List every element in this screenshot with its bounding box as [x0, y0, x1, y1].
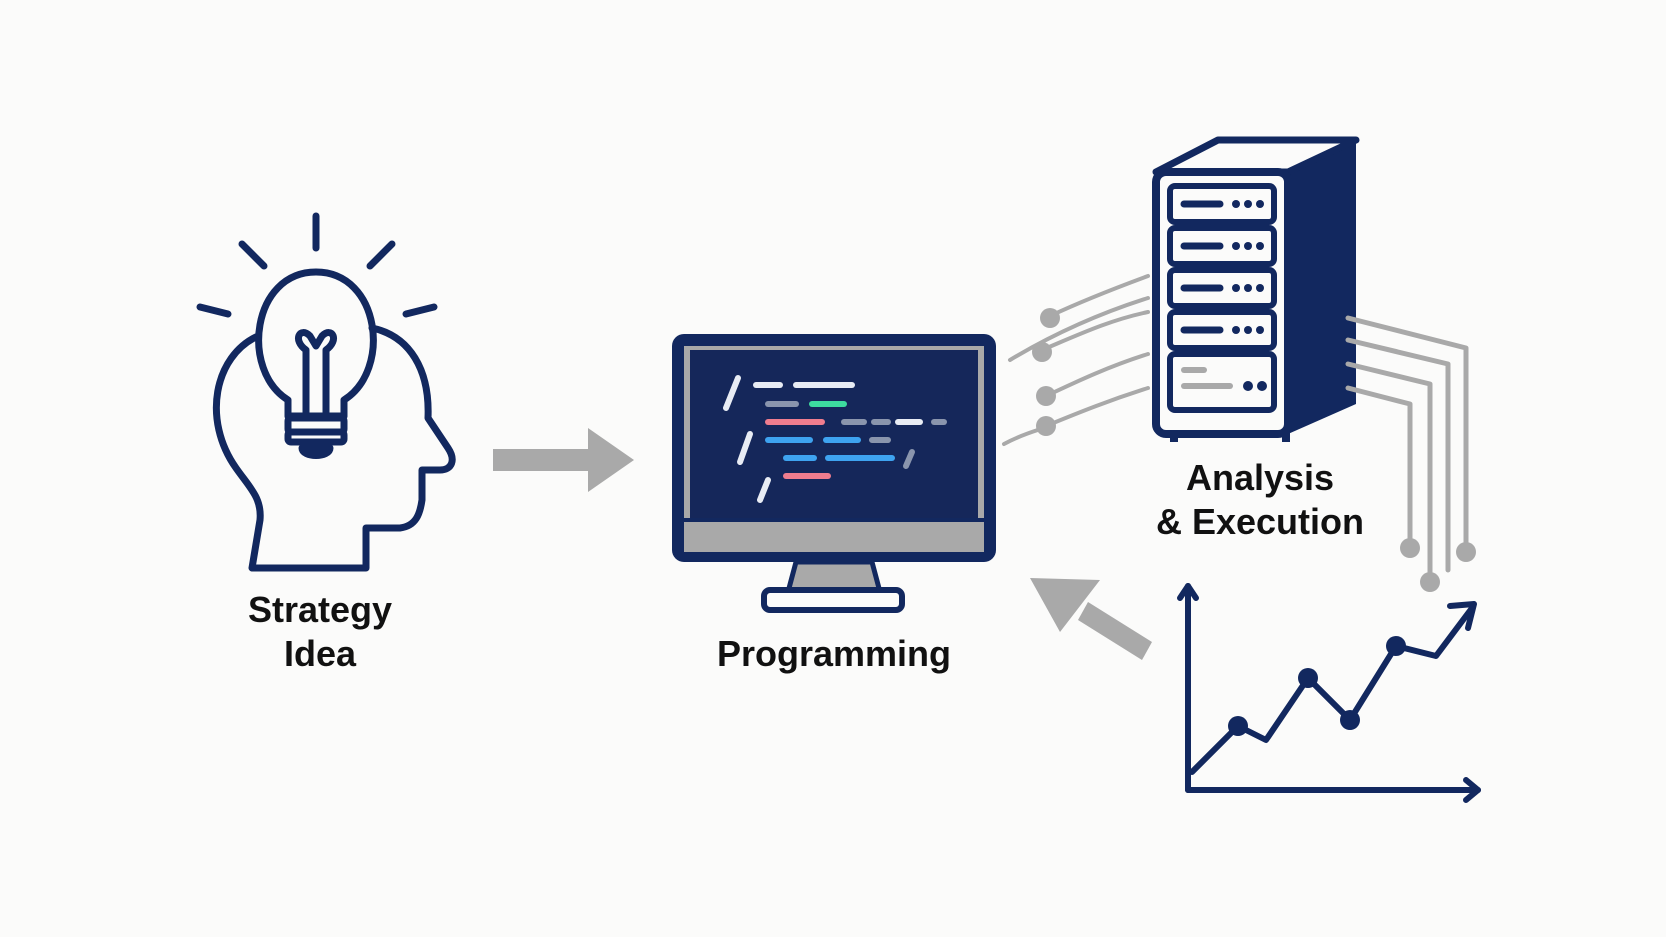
analysis-execution-label: Analysis & Execution — [1130, 456, 1390, 544]
programming-label-line1: Programming — [716, 633, 952, 674]
cable-dots-right — [1400, 538, 1476, 592]
analysis-label-line1: Analysis — [1185, 457, 1335, 498]
analysis-label-line2: & Execution — [1155, 501, 1365, 542]
feedback-arrow — [1030, 578, 1152, 660]
server-rack-icon — [1152, 136, 1360, 442]
strategy-label-line1: Strategy — [247, 589, 393, 630]
arrow-to-programming — [493, 428, 634, 492]
programming-label: Programming — [684, 632, 984, 676]
head-lightbulb-icon — [196, 212, 456, 572]
server-output-cables — [1345, 315, 1469, 585]
cable-dots-left — [1032, 308, 1060, 436]
code-lines — [723, 375, 947, 503]
strategy-idea-label: Strategy Idea — [220, 588, 420, 676]
monitor-code-icon — [672, 334, 996, 613]
trend-chart-icon — [1177, 583, 1481, 803]
strategy-label-line2: Idea — [283, 633, 357, 674]
trend-chart-points — [1228, 636, 1406, 736]
server-input-cables — [1002, 274, 1150, 446]
